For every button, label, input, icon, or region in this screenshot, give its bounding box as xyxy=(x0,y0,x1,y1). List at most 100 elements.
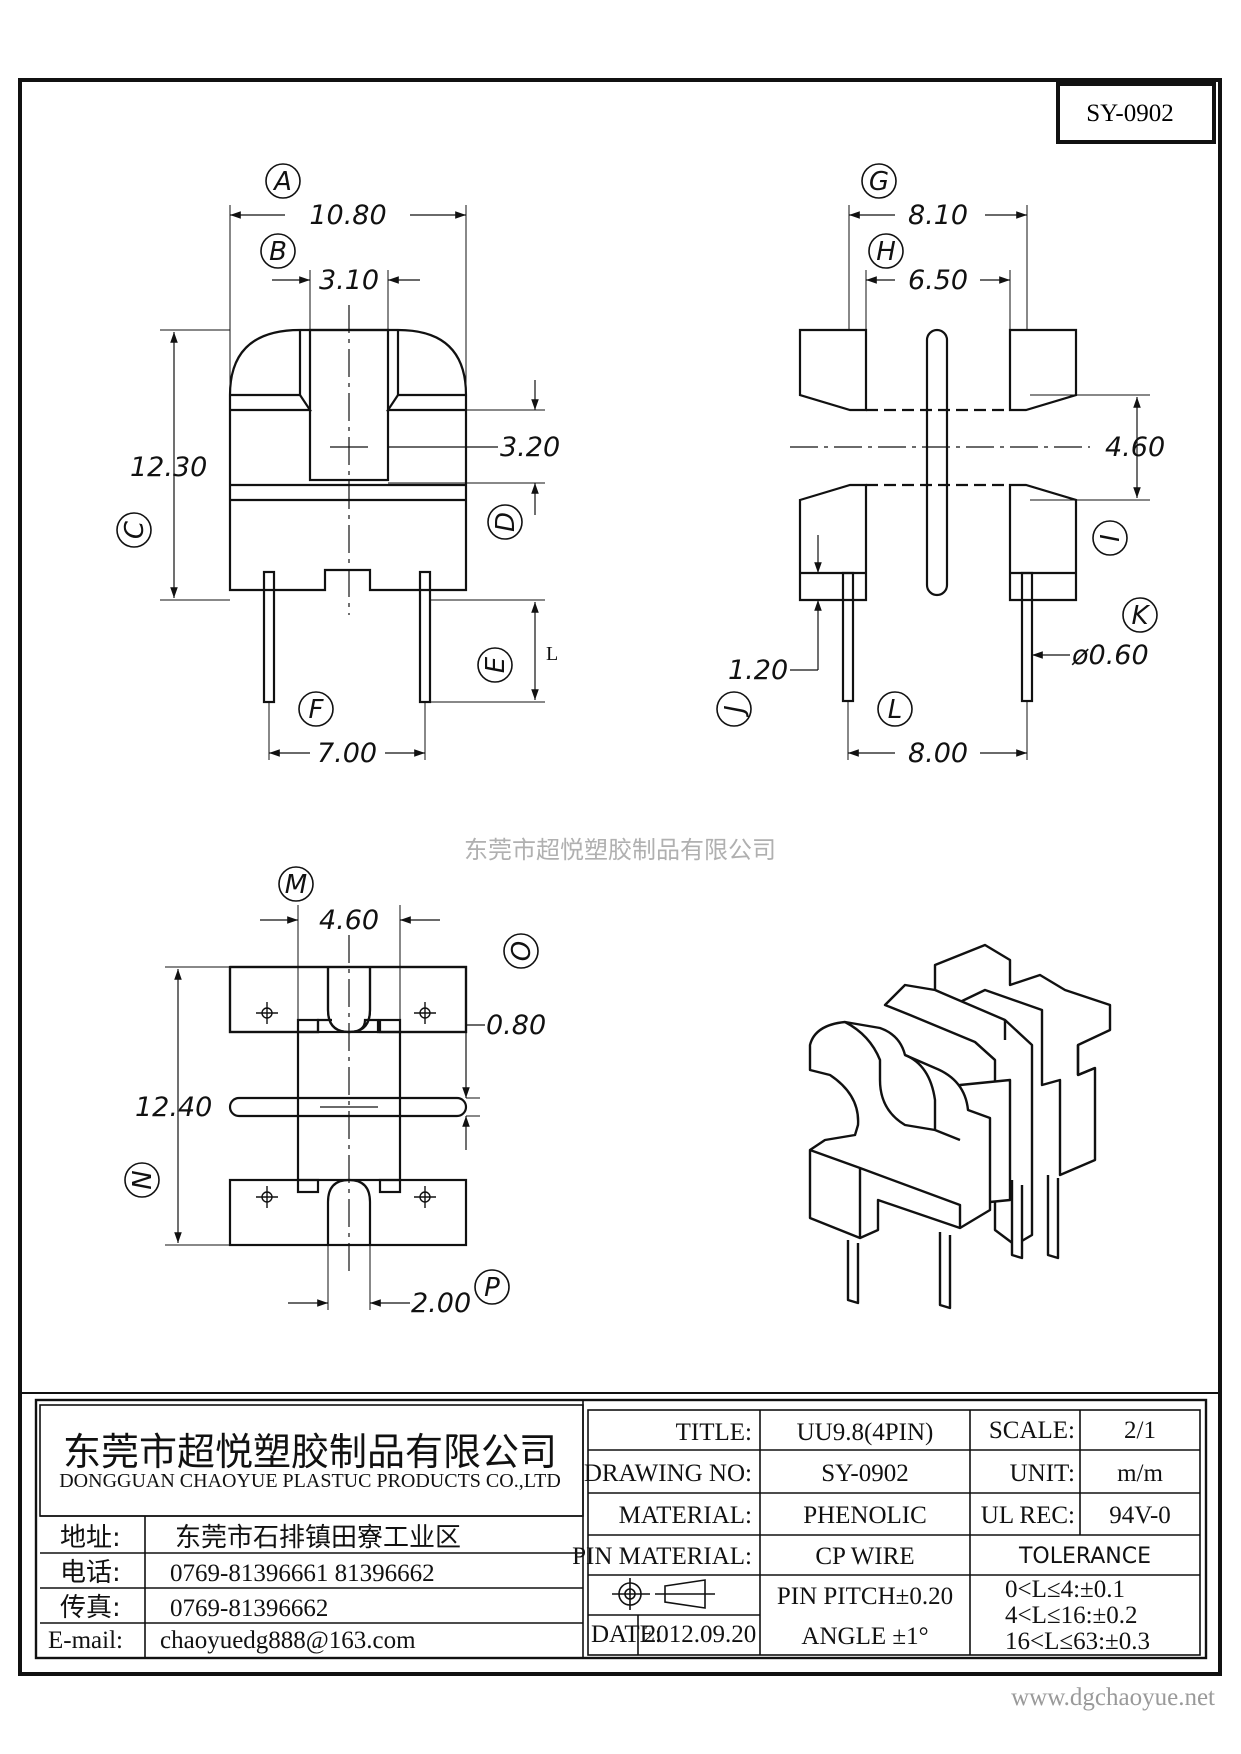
label-b: B xyxy=(269,237,287,267)
tb-date-label: DATE: xyxy=(591,1621,662,1648)
top-pin-holes xyxy=(256,1002,436,1208)
tb-unit: m/m xyxy=(1117,1460,1163,1487)
tb-material: PHENOLIC xyxy=(803,1502,927,1529)
top-upper-plate xyxy=(228,965,468,1034)
side-pin-right xyxy=(1020,571,1034,703)
label-j-circle xyxy=(716,691,752,727)
side-center-flange xyxy=(925,328,949,597)
front-dim-c: 12.30 xyxy=(130,452,207,483)
label-f: F xyxy=(309,695,325,725)
front-dim-f: 7.00 xyxy=(317,738,377,769)
tb-tolerance-1: 0<L≤4:±0.1 xyxy=(1005,1576,1125,1603)
front-body-outline xyxy=(228,328,468,592)
side-left-flange-top xyxy=(798,328,868,412)
top-dim-o: 0.80 xyxy=(486,1010,546,1041)
label-j: J xyxy=(720,705,750,718)
label-g-circle xyxy=(861,163,897,199)
tb-angle: ANGLE ±1° xyxy=(801,1623,928,1650)
label-m: M xyxy=(285,870,307,900)
label-a-circle xyxy=(265,163,301,199)
title-block xyxy=(20,1392,1220,1660)
tb-phone-label: 电话: xyxy=(60,1558,121,1588)
front-dim-b: 3.10 xyxy=(319,265,379,296)
label-h: H xyxy=(876,237,896,267)
tb-tolerance-heading: TOLERANCE xyxy=(1018,1544,1151,1569)
top-view-text: 4.60 0.80 12.40 2.00 xyxy=(135,905,546,1319)
drawing-number-box: SY-0902 xyxy=(1056,82,1216,144)
tb-scale: 2/1 xyxy=(1124,1417,1156,1444)
tb-pin-pitch: PIN PITCH±0.20 xyxy=(777,1583,953,1610)
drawing-frame xyxy=(18,78,1222,1676)
tb-fax: 0769-81396662 xyxy=(170,1595,328,1622)
label-c: C xyxy=(120,520,150,539)
tb-date: 2012.09.20 xyxy=(644,1621,757,1648)
label-n: N xyxy=(128,1170,158,1189)
side-left-flange-bottom xyxy=(798,483,868,602)
watermark-site: www.dgchaoyue.net xyxy=(1011,1684,1215,1711)
side-dim-j: 1.20 xyxy=(728,655,788,686)
tb-email: chaoyuedg888@163.com xyxy=(160,1627,416,1654)
front-chamfer-inner-right xyxy=(385,394,466,412)
tb-ul-label: UL REC: xyxy=(981,1502,1075,1529)
label-l-circle xyxy=(877,691,913,727)
side-view-text: 8.10 6.50 4.60 1.20 ø0.60 8.00 xyxy=(728,200,1165,769)
title-block-frame xyxy=(34,1398,1208,1660)
tb-company-cn: 东莞市超悦塑胶制品有限公司 xyxy=(63,1430,557,1474)
tb-material-label: MATERIAL: xyxy=(619,1502,752,1529)
iso-front-flange-top xyxy=(808,1020,992,1240)
label-f-circle xyxy=(298,691,334,727)
label-a: A xyxy=(272,167,292,197)
tb-fax-label: 传真: xyxy=(60,1593,121,1623)
front-dim-a: 10.80 xyxy=(309,200,386,231)
projection-symbol xyxy=(612,1578,715,1610)
front-view xyxy=(160,205,545,760)
iso-back-flange-side xyxy=(1076,1045,1096,1077)
label-d: D xyxy=(491,512,521,532)
label-n-circle xyxy=(124,1162,160,1198)
front-dim-e: L xyxy=(546,643,558,665)
label-c-circle xyxy=(116,512,152,548)
top-center-flange xyxy=(228,1096,468,1118)
side-dim-l: 8.00 xyxy=(908,738,968,769)
side-dim-h: 6.50 xyxy=(908,265,968,296)
tb-tolerance-3: 16<L≤63:±0.3 xyxy=(1005,1628,1150,1655)
isometric-view xyxy=(808,943,1112,1310)
tb-drawing-no-label: DRAWING NO: xyxy=(584,1460,752,1487)
front-dim-d: 3.20 xyxy=(500,432,560,463)
tb-drawing-no: SY-0902 xyxy=(821,1460,909,1487)
top-view-labels xyxy=(124,866,539,1305)
tb-pin-material-label: PIN MATERIAL: xyxy=(572,1543,752,1570)
front-pin-left xyxy=(262,570,276,704)
label-i: I xyxy=(1096,534,1126,542)
label-i-circle xyxy=(1092,520,1128,556)
iso-pin-back-right xyxy=(1046,1175,1060,1260)
label-b-circle xyxy=(260,233,296,269)
side-pin-left xyxy=(841,571,855,703)
iso-front-flange-arch xyxy=(844,1020,936,1132)
side-dim-g: 8.10 xyxy=(908,200,968,231)
iso-pin-front-right xyxy=(938,1232,952,1310)
side-right-flange-top xyxy=(1008,328,1078,412)
top-lower-plate-box xyxy=(228,1178,468,1247)
tb-mid-box xyxy=(587,1409,1201,1656)
label-e: E xyxy=(481,656,511,673)
tb-title: UU9.8(4PIN) xyxy=(797,1419,934,1446)
label-d-circle xyxy=(487,504,523,540)
side-view xyxy=(790,205,1150,760)
top-upper-notch-left xyxy=(296,1018,320,1034)
side-dim-k: ø0.60 xyxy=(1071,640,1149,671)
label-m-circle xyxy=(278,866,314,902)
top-lower-notch-left xyxy=(296,1178,320,1194)
iso-pin-front-left xyxy=(846,1240,860,1305)
label-p: P xyxy=(484,1273,500,1303)
tb-email-label: E-mail: xyxy=(48,1627,123,1654)
top-upper-notch-right xyxy=(378,1018,402,1034)
top-dim-n: 12.40 xyxy=(135,1092,212,1123)
label-o-circle xyxy=(503,933,539,969)
iso-front-flange-inner xyxy=(809,1053,962,1238)
label-o: O xyxy=(507,941,537,961)
title-block-text: 东莞市超悦塑胶制品有限公司 DONGGUAN CHAOYUE PLASTUC P… xyxy=(48,1417,1171,1655)
front-view-label-text: A B C D E F xyxy=(120,167,521,725)
tb-pin-material: CP WIRE xyxy=(815,1543,914,1570)
tb-company-en: DONGGUAN CHAOYUE PLASTUC PRODUCTS CO.,LT… xyxy=(59,1470,561,1492)
